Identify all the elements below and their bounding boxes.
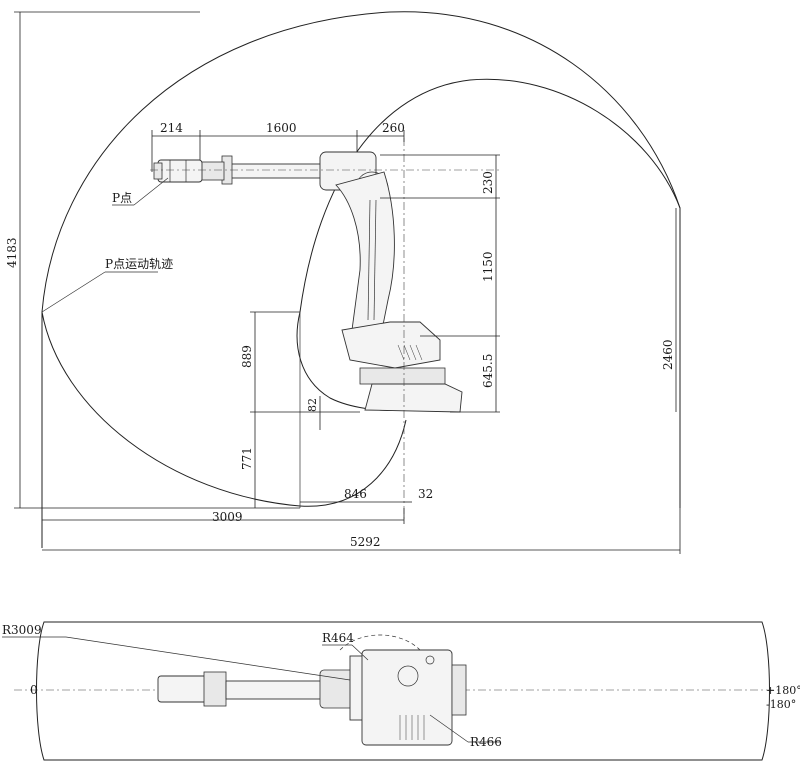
dim-32: 32 bbox=[418, 487, 433, 501]
lower-envelope-arc bbox=[41, 311, 407, 507]
right-dimensions: 230 1150 645.5 2460 bbox=[380, 154, 677, 413]
dim-645-5: 645.5 bbox=[481, 354, 495, 388]
angle-neg: -180° bbox=[766, 698, 796, 711]
forearm-top bbox=[225, 680, 325, 700]
p-point-label: P点 bbox=[112, 177, 169, 206]
outer-envelope-arc bbox=[41, 11, 681, 313]
bottom-dimensions: 846 32 3009 5292 bbox=[42, 487, 681, 554]
robot-side bbox=[153, 151, 463, 413]
radius-r466: R466 bbox=[429, 714, 502, 749]
svg-text:R3009: R3009 bbox=[2, 623, 42, 637]
svg-text:R466: R466 bbox=[470, 735, 502, 749]
angle-zero: 0 bbox=[30, 683, 38, 697]
wrist-top bbox=[157, 675, 209, 703]
forearm-tube bbox=[225, 163, 325, 179]
shoulder bbox=[341, 321, 441, 369]
angle-pos: +180° bbox=[766, 684, 800, 697]
dim-889: 889 bbox=[240, 345, 254, 368]
svg-text:P点运动轨迹: P点运动轨迹 bbox=[105, 257, 173, 271]
left-height-dimension: 4183 bbox=[5, 11, 300, 509]
top-view: 0 +180° -180° R300 bbox=[2, 621, 800, 761]
lower-left-dimensions: 889 771 82 bbox=[240, 311, 360, 508]
dim-771: 771 bbox=[240, 447, 254, 470]
dim-3009: 3009 bbox=[212, 510, 243, 524]
dim-230: 230 bbox=[481, 171, 495, 194]
upper-arm bbox=[335, 171, 395, 341]
dim-82: 82 bbox=[306, 398, 319, 412]
dim-214: 214 bbox=[160, 121, 183, 135]
dim-1600: 1600 bbox=[266, 121, 297, 135]
dim-4183: 4183 bbox=[5, 237, 19, 268]
dim-2460: 2460 bbox=[661, 339, 675, 370]
top-envelope bbox=[36, 621, 770, 761]
radius-r464: R464 bbox=[322, 631, 369, 661]
dim-846: 846 bbox=[344, 487, 367, 501]
inner-envelope-arc bbox=[299, 78, 681, 313]
top-dimensions: 214 1600 260 bbox=[151, 121, 405, 172]
dim-1150: 1150 bbox=[481, 251, 495, 282]
robot-top bbox=[157, 649, 467, 746]
svg-text:R464: R464 bbox=[322, 631, 354, 645]
turntable bbox=[359, 367, 446, 385]
dim-5292: 5292 bbox=[350, 535, 381, 549]
svg-text:P点: P点 bbox=[112, 191, 132, 205]
side-view: 214 1600 260 230 1150 645.5 2460 4183 bbox=[5, 11, 681, 554]
dim-260: 260 bbox=[382, 121, 405, 135]
p-trajectory-label: P点运动轨迹 bbox=[41, 257, 173, 313]
base-top bbox=[361, 649, 453, 746]
wrist bbox=[157, 159, 203, 183]
base bbox=[364, 383, 463, 413]
radius-r3009: R3009 bbox=[2, 623, 351, 681]
